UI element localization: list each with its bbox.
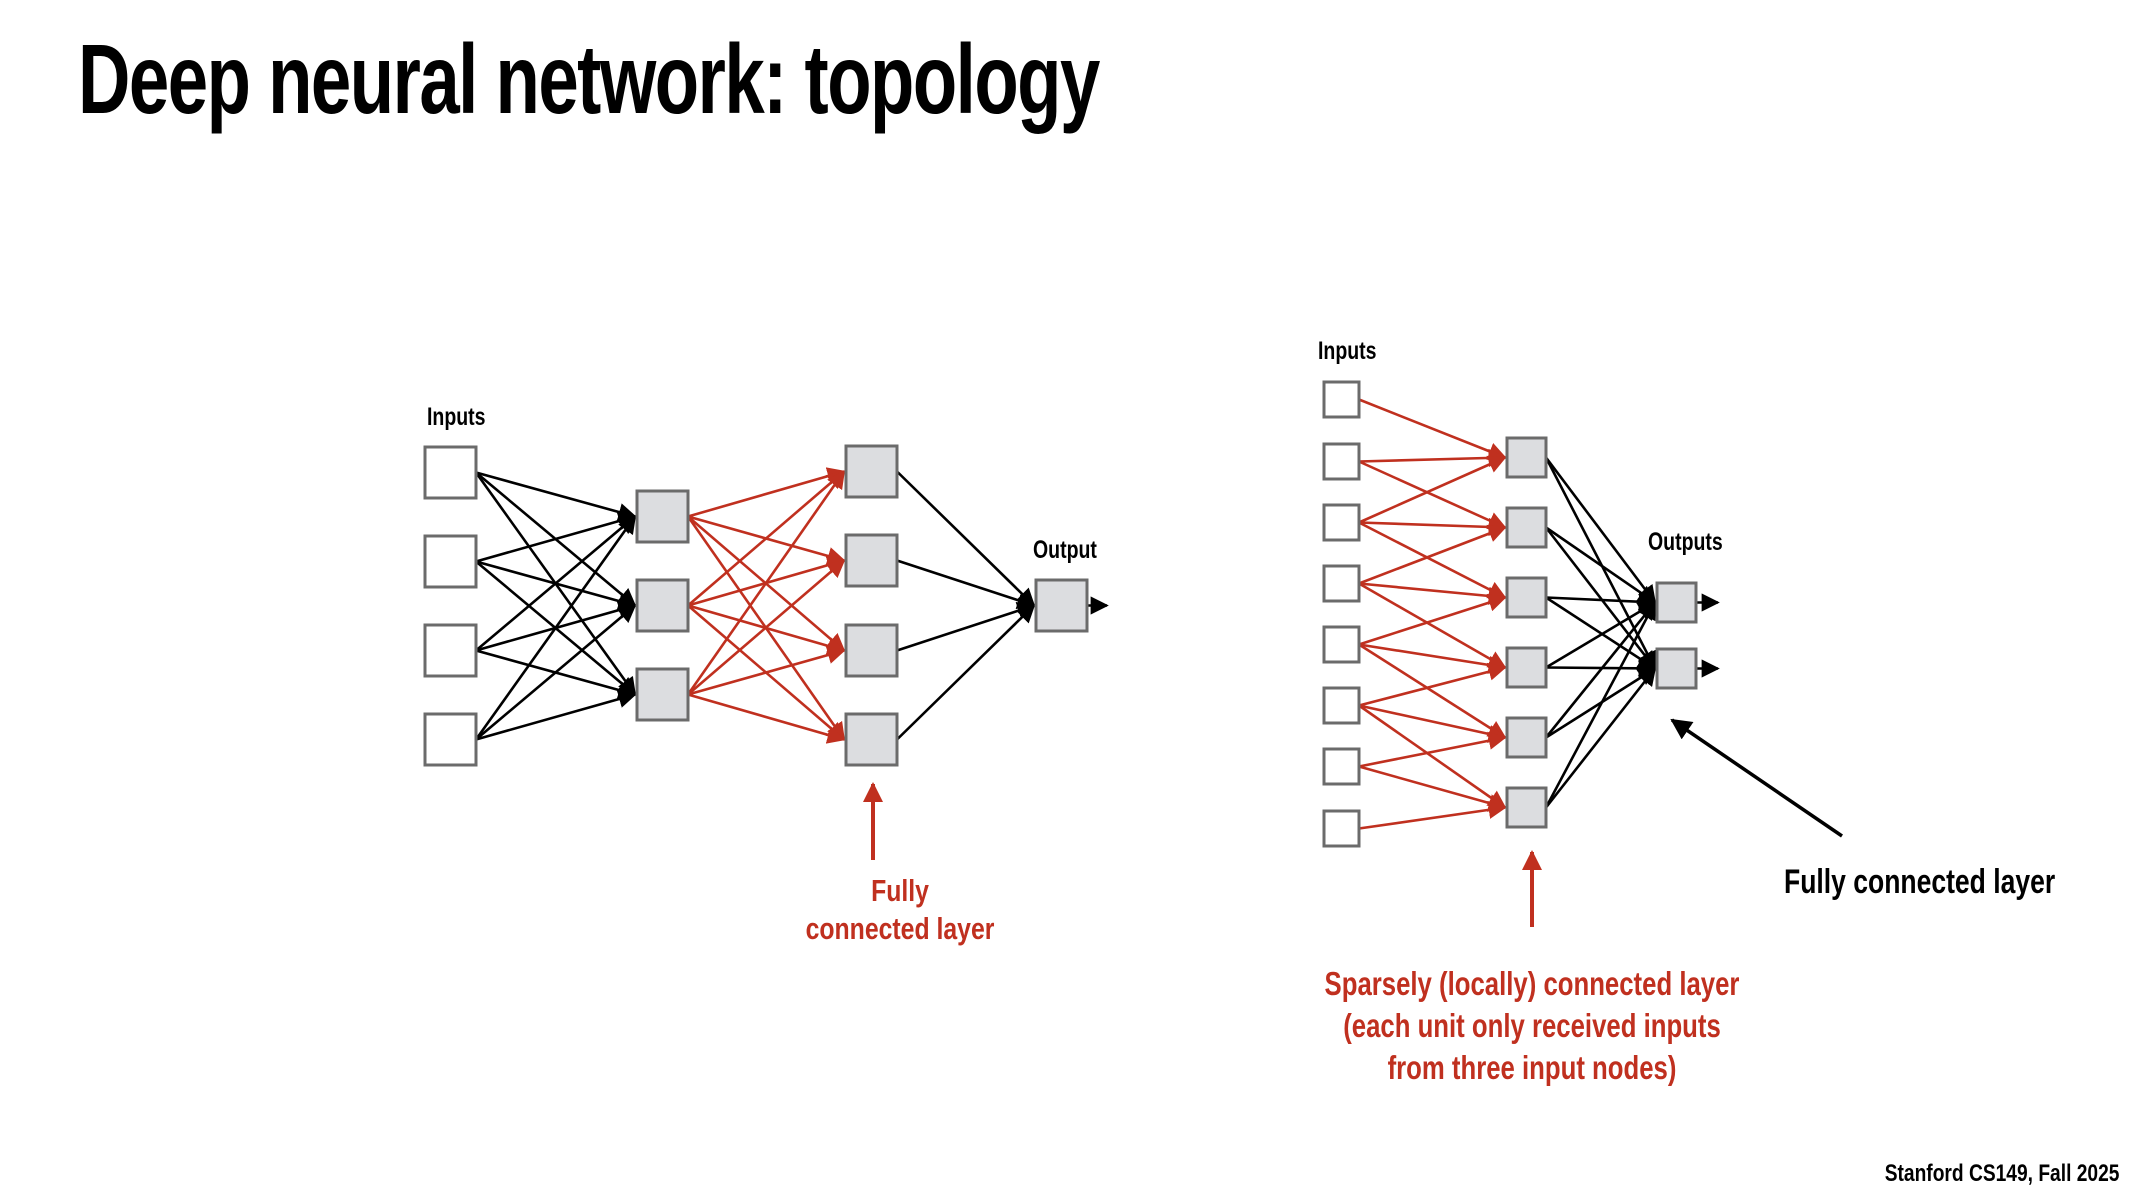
footer-credit: Stanford CS149, Fall 2025 [1884,1160,2119,1187]
left-hidden1-node [635,578,690,633]
right-outputs-node [1655,647,1698,690]
right-sparse-edge [1358,517,1507,537]
right-full-annotation: Fully connected layer [1784,863,2056,901]
right-sparse-edge [1358,448,1507,468]
slide-title: Deep neural network: topology [78,24,1100,134]
left-output-label: Output [1033,536,1097,564]
right-inputs-node [1322,442,1361,481]
left-inputs-to-hidden1-edge [475,604,637,741]
right-hidden-node [1505,646,1548,689]
right-sparse-edge [1358,704,1507,743]
right-hidden-node [1505,786,1548,829]
right-sparse-edge [1358,643,1507,674]
right-full-annotation-arrow [1670,718,1843,838]
right-sparse-edge [1358,731,1507,768]
right-full-edge [1544,600,1657,809]
right-sparse-edge [1358,521,1507,599]
right-outputs-label: Outputs [1648,528,1723,556]
right-hidden-node [1505,576,1548,619]
sparse-annotation-line1: Sparsely (locally) connected layer [1324,965,1740,1002]
right-sparse-edge [1358,643,1507,739]
right-inputs-node [1322,686,1361,725]
left-hidden2-to-output-edge [896,470,1036,607]
left-inputs-label: Inputs [427,403,486,431]
left-inputs-node [423,623,478,678]
right-sparse-edge [1358,704,1507,809]
left-hidden1-to-hidden2-edge [687,467,846,518]
right-sparse-edge [1358,800,1507,830]
sparse-annotation-line3: from three input nodes) [1387,1049,1677,1086]
right-sparse-edge [1358,765,1507,812]
right-inputs-node [1322,380,1361,419]
left-hidden2-node [844,712,899,767]
right-inputs-node [1322,747,1361,786]
right-hidden-node [1505,716,1548,759]
left-hidden1-to-hidden2-edge [687,646,846,696]
right-sparse-edge [1358,593,1507,646]
left-hidden1-to-hidden2-edge [687,693,846,744]
left-inputs-to-hidden1-edge [475,690,637,741]
right-sparse-edge [1358,582,1507,605]
left-hidden2-to-output-edge [896,559,1036,610]
left-inputs-to-hidden1-edge [475,512,637,563]
left-annotation: Fully connected layer [778,873,1022,947]
right-sparse-edge [1358,524,1507,585]
left-output-node [1034,578,1089,633]
left-hidden2-to-output-edge [896,601,1036,652]
left-inputs-to-hidden1-edge [474,515,637,741]
left-annotation-line1: Fully [871,873,929,908]
right-sparse-edge [1358,398,1507,460]
left-hidden1-to-hidden2-edge [686,470,846,696]
right-full-edge [1544,456,1657,671]
left-hidden2-node [844,623,899,678]
left-hidden2-node [844,444,899,499]
right-inputs-node [1322,564,1361,603]
left-inputs-to-hidden1-edge [475,515,637,652]
right-full-edge [1545,596,1657,670]
right-hidden-node [1505,506,1548,549]
right-full-edge [1545,526,1657,604]
right-inputs-label: Inputs [1318,337,1377,365]
right-inputs-node [1322,625,1361,664]
left-inputs-node [423,712,478,767]
left-inputs-to-hidden1-edge [475,471,637,521]
sparse-annotation-line2: (each unit only received inputs [1343,1007,1721,1044]
left-hidden1-node [635,667,690,722]
right-sparse-annotation: Sparsely (locally) connected layer (each… [1232,963,1832,1089]
left-inputs-node [423,534,478,589]
right-sparse-edge [1358,662,1507,707]
right-inputs-node [1322,503,1361,542]
left-hidden2-to-output-edge [896,604,1036,741]
right-full-edge [1545,601,1657,669]
right-hidden-node [1505,436,1548,479]
right-sparse-edge [1358,582,1507,669]
left-hidden2-node [844,533,899,588]
left-annotation-line2: connected layer [805,911,995,946]
left-hidden1-to-hidden2-edge [687,559,846,696]
right-sparse-edge [1358,455,1507,524]
left-hidden1-node [635,489,690,544]
right-sparse-edge [1358,460,1507,530]
right-inputs-node [1322,809,1361,848]
right-full-edge [1544,667,1657,809]
left-inputs-node [423,445,478,500]
left-hidden1-to-hidden2-edge [687,470,846,607]
right-outputs-node [1655,581,1698,624]
right-full-edge [1544,526,1657,670]
right-full-edge [1544,601,1657,739]
right-full-edge [1544,456,1657,604]
